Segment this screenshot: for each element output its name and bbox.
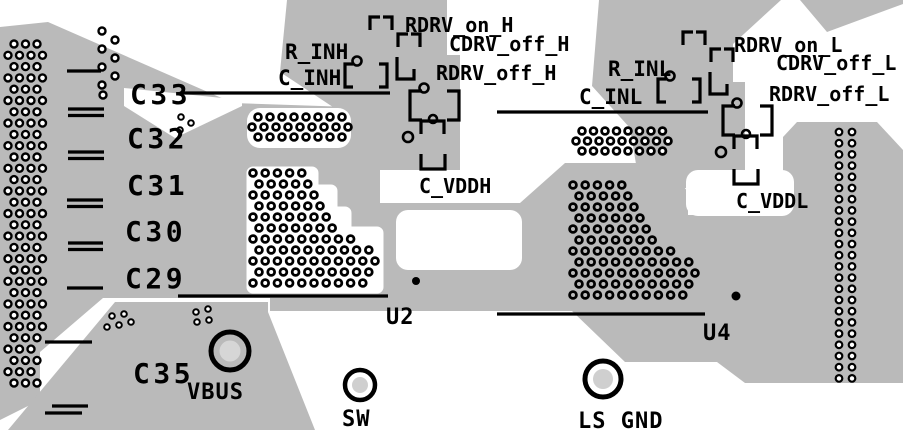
test-point-ring (342, 367, 378, 403)
clearance-c33-wedge (124, 88, 242, 138)
clearance-cvddl-pocket (686, 170, 794, 216)
label-cdrv-off-h: CDRV_off_H (449, 32, 569, 56)
label-c-inl: C_INL (579, 85, 642, 109)
net-lines (67, 69, 708, 316)
pin-marker (418, 82, 430, 94)
label-u4: U4 (703, 321, 732, 346)
test-point-ring (582, 358, 624, 400)
test-point-pad (219, 340, 241, 362)
label-c-vddl: C_VDDL (736, 189, 808, 213)
pin-marker (351, 55, 363, 67)
via-cluster-main-left (248, 168, 380, 288)
label-c29: C29 (125, 262, 186, 295)
label-c32: C32 (127, 122, 188, 155)
pin-marker (427, 113, 439, 125)
label-ls-gnd: LS_GND (578, 409, 663, 430)
label-c33: C33 (130, 78, 191, 111)
label-c35: C35 (133, 357, 194, 390)
test-point-ls-gnd (582, 358, 624, 400)
via-layer (3, 26, 857, 388)
via-column-top-left (97, 26, 120, 100)
capacitor-pads (45, 107, 104, 415)
pin-marker (401, 130, 415, 144)
pin1-dot-u2 (412, 277, 420, 285)
pour-high-side-driver (280, 0, 460, 170)
test-point-sw (342, 367, 378, 403)
test-point-pad (352, 377, 368, 393)
label-sw: SW (342, 407, 371, 430)
pour-top-right-wedge (800, 0, 903, 32)
label-vbus: VBUS (187, 380, 244, 405)
label-c-inh: C_INH (278, 66, 341, 90)
via-cluster-upper-left (247, 112, 353, 142)
label-c-vddh: C_VDDH (419, 174, 491, 198)
test-point-vbus (208, 329, 252, 373)
label-u2: U2 (386, 305, 415, 330)
label-r-inl: R_INL (608, 57, 671, 81)
label-c30: C30 (125, 215, 186, 248)
label-rdrv-on-l: RDRV_on_L (734, 33, 842, 57)
component-outline-high-side (343, 15, 461, 171)
via-cluster-upper-right (571, 126, 673, 156)
via-group-small (103, 113, 213, 331)
pour-right-strip (783, 122, 903, 383)
silkscreen-layer: C33 C32 C31 C30 C29 C35 VBUS SW LS_GND U… (45, 13, 896, 430)
label-cdrv-off-l: CDRV_off_L (776, 51, 896, 75)
via-array-left-slab (3, 39, 48, 388)
clearance-u2-pocket (396, 210, 522, 270)
label-r-inh: R_INH (285, 40, 348, 64)
via-column-right-edge (834, 127, 857, 383)
pin1-dot-u4 (731, 291, 741, 301)
outline-brackets (343, 15, 461, 171)
label-rdrv-off-l: RDRV_off_L (769, 82, 889, 106)
test-point-ring (208, 329, 252, 373)
test-point-pad (593, 369, 613, 389)
label-rdrv-on-h: RDRV_on_H (405, 13, 513, 37)
label-rdrv-off-h: RDRV_off_H (436, 61, 556, 85)
label-c31: C31 (127, 169, 188, 202)
via-cluster-main-right (568, 180, 700, 300)
